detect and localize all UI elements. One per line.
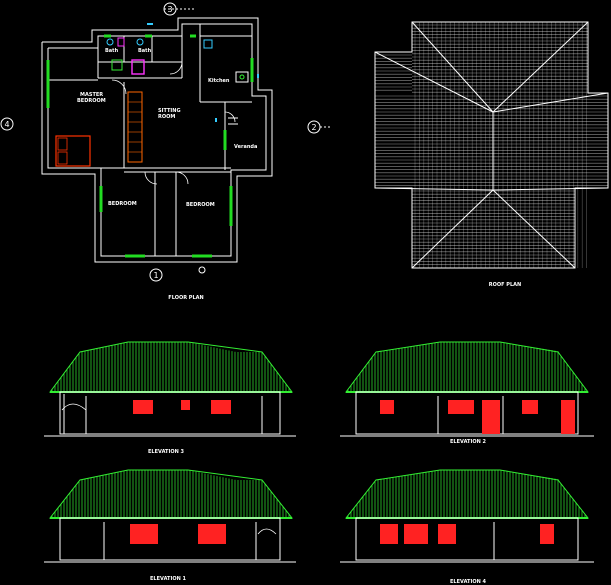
elevation-window xyxy=(133,400,153,414)
elevation-wall xyxy=(355,517,579,561)
marker-circle xyxy=(149,268,163,282)
master-bed xyxy=(55,135,91,167)
elevation-window xyxy=(211,400,231,414)
elevation-wall xyxy=(355,391,579,435)
elevation-2-title: ELEVATION 2 xyxy=(450,439,486,445)
marker-4: 4 xyxy=(4,120,9,129)
elevation-wall xyxy=(59,391,281,435)
room-label-bath: Bath xyxy=(138,48,152,54)
elevation-window xyxy=(130,524,158,544)
room-label-veranda: Veranda xyxy=(234,144,257,150)
elevation-window xyxy=(448,400,474,414)
outer-wall xyxy=(41,17,273,263)
floor-plan-windows xyxy=(46,34,254,258)
section-markers xyxy=(0,2,330,282)
elevation-2 xyxy=(340,341,594,437)
bath-fixture xyxy=(131,59,145,75)
elevation-door xyxy=(561,400,575,434)
room-label-master-bedroom: MASTER xyxy=(80,92,103,98)
elevation-window xyxy=(181,400,190,410)
elevation-1-title: ELEVATION 1 xyxy=(150,576,186,582)
elevation-window xyxy=(380,400,394,414)
elevation-4 xyxy=(340,469,594,563)
elevation-wall xyxy=(59,517,281,561)
toilet-fixture xyxy=(106,38,114,46)
roof-plan xyxy=(374,21,609,269)
floor-plan xyxy=(41,17,273,263)
elevation-door xyxy=(482,400,500,434)
room-label-sitting-room: SITTING xyxy=(158,108,181,114)
elevation-window xyxy=(522,400,538,414)
elevation-1 xyxy=(44,469,296,563)
room-label-bedroom: BEDROOM xyxy=(186,202,215,208)
elevation-window xyxy=(438,524,456,544)
shelf-unit xyxy=(127,91,143,163)
elevation-window xyxy=(540,524,554,544)
bath-fixture xyxy=(117,37,125,47)
room-label-sitting-room: ROOM xyxy=(158,114,175,120)
room-label-bath: Bath xyxy=(105,48,119,54)
marker-circle xyxy=(0,117,14,131)
elevation-window xyxy=(404,524,428,544)
marker-1: 1 xyxy=(153,271,158,280)
toilet-fixture xyxy=(136,38,144,46)
elevation-3-title: ELEVATION 3 xyxy=(148,449,184,455)
roof-plan-title: ROOF PLAN xyxy=(489,282,521,288)
room-label-master-bedroom: BEDROOM xyxy=(77,98,106,104)
marker-2: 2 xyxy=(311,123,316,132)
elevation-3 xyxy=(44,341,296,437)
kitchen-counter xyxy=(235,71,249,83)
sink-fixture xyxy=(111,59,123,71)
elevation-window xyxy=(198,524,226,544)
floor-plan-title: FLOOR PLAN xyxy=(168,295,203,301)
room-label-bedroom: BEDROOM xyxy=(108,201,137,207)
elevation-window xyxy=(380,524,398,544)
marker-3: 3 xyxy=(167,5,172,14)
room-label-kitchen: Kitchen xyxy=(208,78,230,84)
elevation-4-title: ELEVATION 4 xyxy=(450,579,486,585)
